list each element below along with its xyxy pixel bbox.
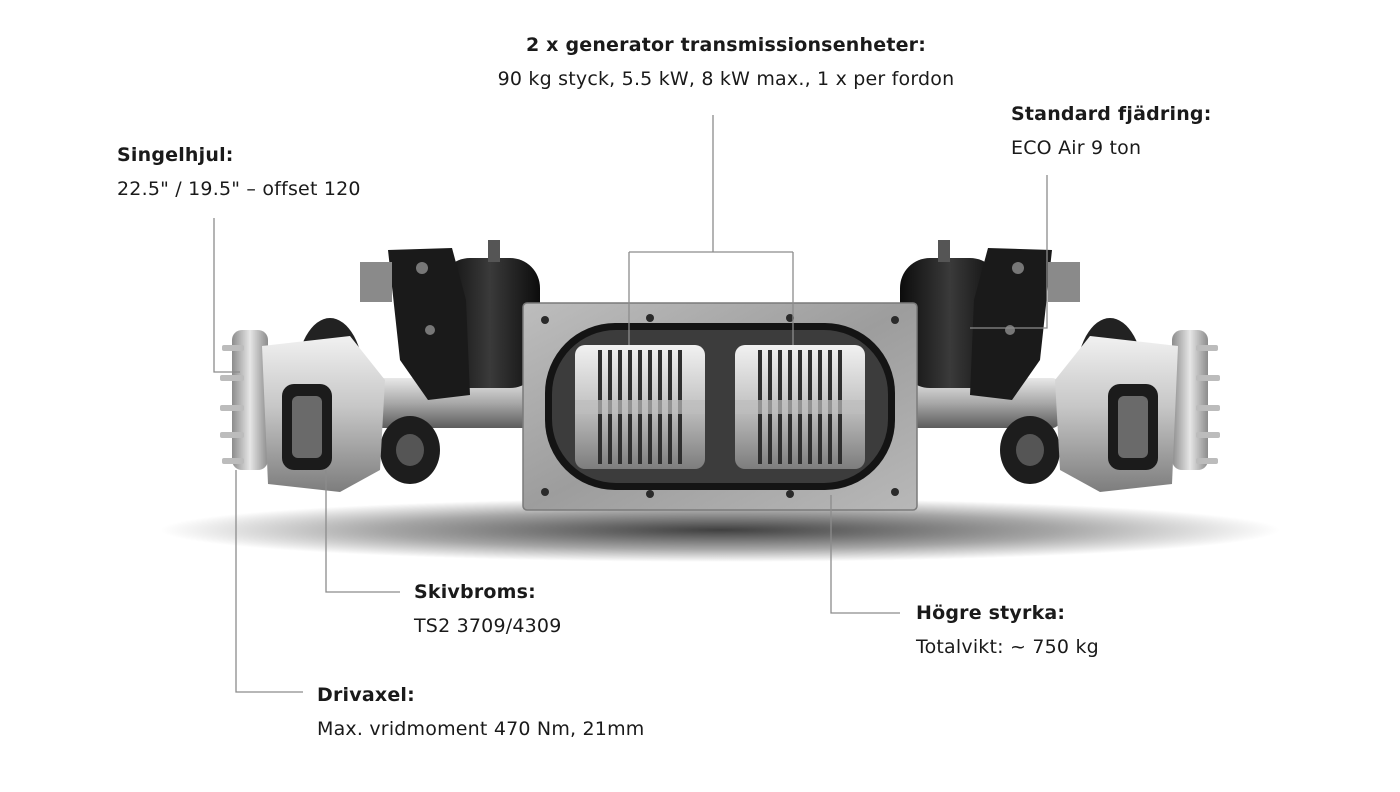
leader-line-wheel bbox=[213, 218, 240, 373]
left-suspension-bracket bbox=[360, 248, 470, 400]
callout-brake-title: Skivbroms: bbox=[414, 581, 536, 603]
callout-suspension-desc: ECO Air 9 ton bbox=[1011, 137, 1142, 159]
leader-line-generator bbox=[628, 115, 794, 345]
callout-driveshaft-desc: Max. vridmoment 470 Nm, 21mm bbox=[317, 718, 645, 740]
callout-suspension: Standard fjädring: ECO Air 9 ton bbox=[1011, 102, 1212, 160]
callout-generator: 2 x generator transmissionsenheter: 90 k… bbox=[0, 33, 1400, 91]
callout-strength-desc: Totalvikt: ~ 750 kg bbox=[916, 636, 1099, 658]
left-wheel-hub bbox=[220, 318, 385, 492]
callout-wheel: Singelhjul: 22.5" / 19.5" – offset 120 bbox=[117, 143, 361, 201]
right-generator-unit bbox=[735, 345, 865, 469]
callout-driveshaft-title: Drivaxel: bbox=[317, 684, 415, 706]
callout-driveshaft: Drivaxel: Max. vridmoment 470 Nm, 21mm bbox=[317, 683, 645, 741]
callout-strength-title: Högre styrka: bbox=[916, 602, 1066, 624]
ground-shadow bbox=[160, 498, 1280, 562]
right-suspension-bracket bbox=[970, 248, 1080, 400]
leader-line-brake bbox=[325, 470, 400, 593]
callout-wheel-desc: 22.5" / 19.5" – offset 120 bbox=[117, 178, 361, 200]
left-brake-chamber bbox=[380, 416, 440, 484]
leader-line-strength bbox=[830, 495, 900, 614]
leader-line-driveshaft bbox=[235, 470, 303, 693]
callout-generator-title: 2 x generator transmissionsenheter: bbox=[525, 34, 927, 56]
callout-strength: Högre styrka: Totalvikt: ~ 750 kg bbox=[916, 601, 1099, 659]
callout-suspension-title: Standard fjädring: bbox=[1011, 103, 1212, 125]
callout-brake: Skivbroms: TS2 3709/4309 bbox=[414, 580, 562, 638]
right-wheel-hub bbox=[1055, 318, 1220, 492]
right-brake-chamber bbox=[1000, 416, 1060, 484]
callout-wheel-title: Singelhjul: bbox=[117, 144, 234, 166]
callout-brake-desc: TS2 3709/4309 bbox=[414, 615, 562, 637]
callout-generator-desc: 90 kg styck, 5.5 kW, 8 kW max., 1 x per … bbox=[497, 68, 955, 90]
leader-line-suspension bbox=[970, 175, 1048, 329]
left-generator-unit bbox=[575, 345, 705, 469]
